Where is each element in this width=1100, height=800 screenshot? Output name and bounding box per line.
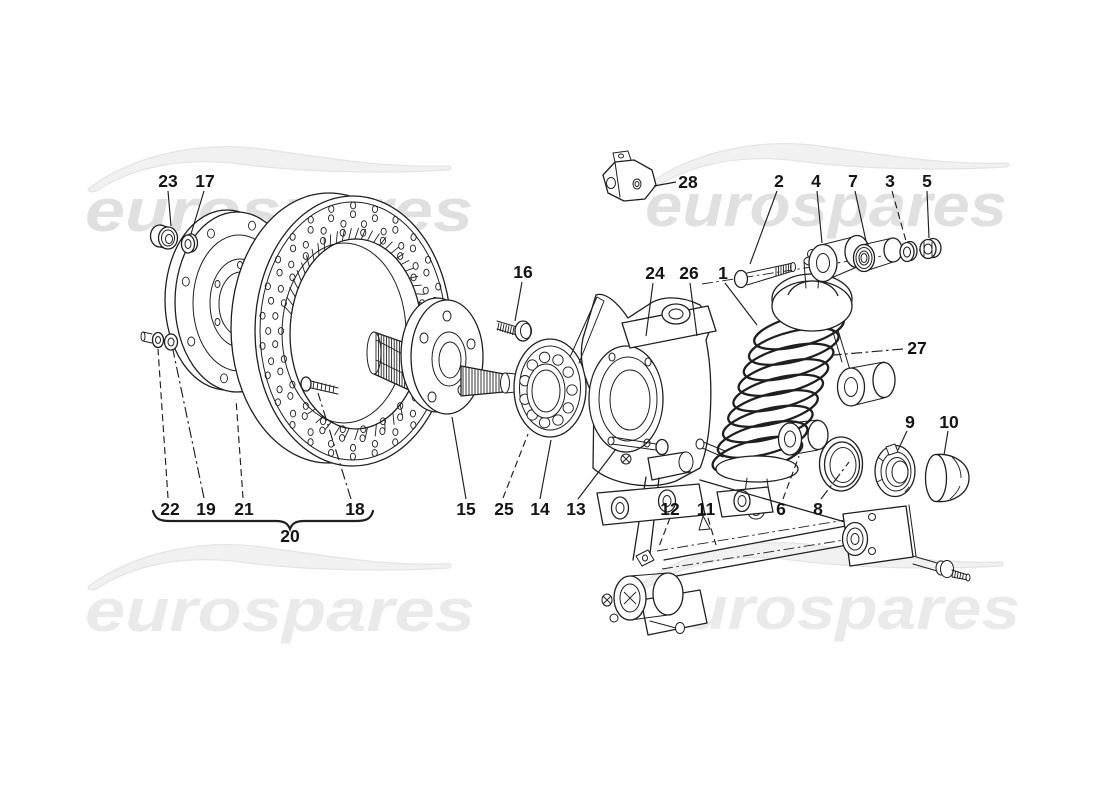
part-label-27: 27 bbox=[907, 338, 926, 358]
part-label-18: 18 bbox=[345, 499, 365, 519]
leader-line-8 bbox=[820, 461, 850, 500]
part-label-21: 21 bbox=[234, 499, 254, 519]
leader-line-19 bbox=[172, 349, 205, 499]
part-label-28: 28 bbox=[678, 172, 698, 192]
lower-wishbone bbox=[596, 476, 971, 636]
part-label-22: 22 bbox=[160, 499, 180, 519]
upper-bushing bbox=[836, 361, 896, 407]
part-label-17: 17 bbox=[195, 171, 214, 191]
part-label-7: 7 bbox=[848, 171, 858, 191]
leader-line-10 bbox=[943, 430, 949, 456]
leader-line-6 bbox=[782, 455, 800, 500]
part-label-16: 16 bbox=[513, 262, 533, 282]
brake-disc bbox=[230, 192, 452, 467]
left-fasteners bbox=[140, 224, 199, 351]
leader-line-28 bbox=[653, 181, 677, 187]
leader-line-16 bbox=[514, 281, 523, 322]
swoosh-graphic bbox=[645, 143, 1010, 190]
steering-knuckle bbox=[569, 293, 726, 487]
leader-line-9 bbox=[897, 430, 908, 451]
part-label-4: 4 bbox=[811, 171, 821, 191]
shock-lower-bushing bbox=[777, 419, 829, 456]
leader-line-11 bbox=[707, 517, 717, 546]
part-label-24: 24 bbox=[645, 263, 665, 283]
suspension-artwork bbox=[140, 150, 971, 636]
hub-stud bbox=[496, 320, 532, 342]
leader-line-21 bbox=[235, 398, 244, 499]
leader-line-15 bbox=[451, 416, 467, 500]
part-label-20: 20 bbox=[280, 526, 300, 546]
watermark-text: eurospares bbox=[645, 172, 1007, 239]
leader-line-12 bbox=[657, 517, 671, 550]
part-label-11: 11 bbox=[697, 499, 716, 519]
leader-line-4 bbox=[816, 190, 823, 244]
part-label-1: 1 bbox=[718, 263, 728, 283]
part-label-6: 6 bbox=[776, 499, 786, 519]
leader-line-1 bbox=[724, 282, 758, 326]
leader-line-7 bbox=[854, 190, 867, 242]
leader-line-25 bbox=[502, 433, 529, 499]
seal-ring bbox=[818, 436, 864, 492]
part-label-13: 13 bbox=[566, 499, 586, 519]
leader-line-13 bbox=[577, 448, 617, 500]
part-label-15: 15 bbox=[456, 499, 476, 519]
leader-line-26 bbox=[689, 282, 698, 337]
group-brace bbox=[151, 509, 375, 532]
wheel-hub bbox=[366, 297, 531, 415]
hub-cap bbox=[924, 453, 970, 503]
swoosh-graphic bbox=[639, 542, 1004, 589]
swoosh-graphic bbox=[87, 544, 452, 591]
leader-line-18 bbox=[317, 392, 352, 500]
watermark-text: eurospares bbox=[647, 575, 1020, 642]
coil-spring bbox=[711, 311, 845, 475]
part-label-2: 2 bbox=[774, 171, 784, 191]
part-label-25: 25 bbox=[494, 499, 514, 519]
part-label-19: 19 bbox=[196, 499, 216, 519]
leader-line-27 bbox=[833, 348, 904, 356]
disc-bolt bbox=[300, 376, 339, 395]
swoosh-graphic bbox=[87, 146, 452, 193]
part-label-10: 10 bbox=[939, 412, 959, 432]
leader-line-2 bbox=[749, 190, 778, 265]
wheel-bearing bbox=[513, 338, 587, 438]
part-label-5: 5 bbox=[922, 171, 932, 191]
part-label-3: 3 bbox=[885, 171, 895, 191]
threaded-collar bbox=[874, 443, 916, 498]
watermark-text: eurospares bbox=[85, 577, 475, 644]
leader-line-17 bbox=[190, 190, 205, 235]
leader-line-22 bbox=[157, 348, 169, 499]
leader-lines bbox=[157, 181, 949, 550]
part-label-14: 14 bbox=[530, 499, 550, 519]
part-label-26: 26 bbox=[679, 263, 699, 283]
part-label-12: 12 bbox=[660, 499, 680, 519]
leader-line-23 bbox=[167, 190, 172, 227]
leader-line-24 bbox=[645, 282, 654, 337]
part-label-9: 9 bbox=[905, 412, 915, 432]
upper-mount-bracket bbox=[621, 303, 851, 371]
part-label-23: 23 bbox=[158, 171, 178, 191]
leader-line-3 bbox=[891, 190, 907, 242]
shock-mount-hardware bbox=[701, 234, 942, 289]
mount-bracket bbox=[602, 150, 657, 202]
leader-line-14 bbox=[539, 439, 552, 500]
leader-line-5 bbox=[926, 190, 930, 239]
part-label-8: 8 bbox=[813, 499, 823, 519]
brace-path bbox=[151, 509, 375, 532]
